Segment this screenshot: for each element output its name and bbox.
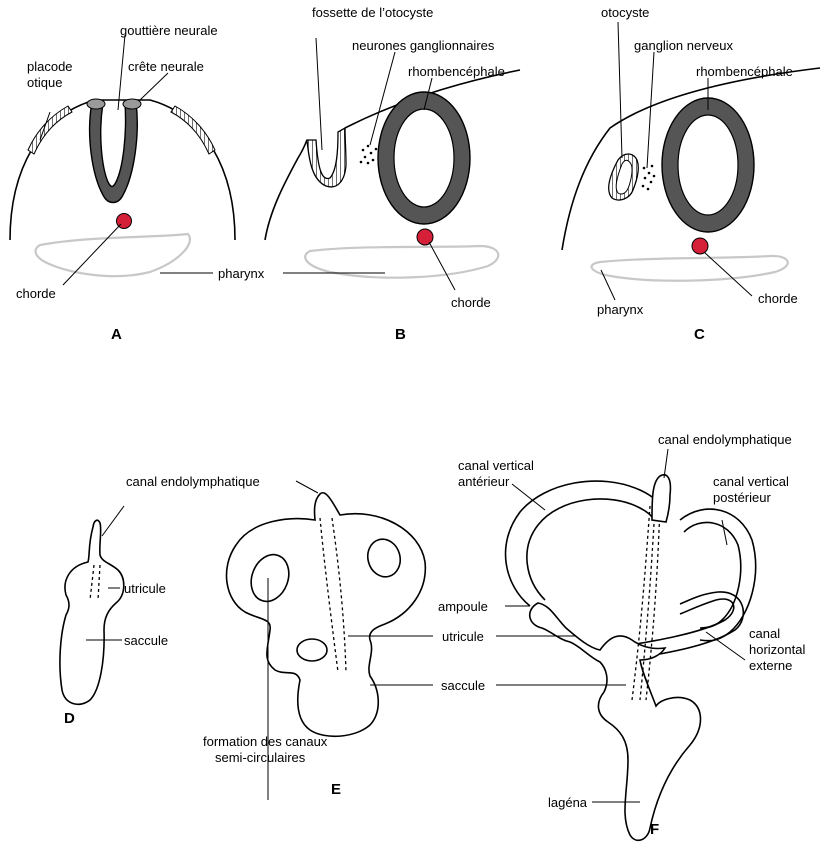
label-saccule-ef: saccule	[441, 678, 485, 693]
endolymph-duct-f	[652, 475, 670, 522]
otocyst-pit-b	[307, 128, 346, 187]
pharynx-a	[36, 234, 190, 276]
label-canal-vert-ant-1: canal vertical	[458, 458, 534, 473]
leader-canal-vert-post	[722, 520, 727, 545]
label-rhombencephale-c: rhombencéphale	[696, 64, 793, 79]
otocyst-d-outline	[60, 520, 124, 704]
chorde-b	[417, 229, 433, 245]
label-canal-horizontal-2: horizontal	[749, 642, 805, 657]
label-canal-vert-ant-2: antérieur	[458, 474, 510, 489]
panel-e: canal endolymphatique formation des cana…	[126, 474, 485, 800]
leader-otocyste	[618, 22, 622, 158]
leader-canal-endolymph-e	[296, 481, 318, 493]
label-utricule-d: utricule	[124, 581, 166, 596]
label-lagena: lagéna	[548, 795, 588, 810]
leader-fossette	[316, 38, 322, 150]
label-canal-endolymph-f: canal endolymphatique	[658, 432, 792, 447]
label-canal-endolymph-de: canal endolymphatique	[126, 474, 260, 489]
canal-vertical-posterieur-outer	[680, 509, 756, 641]
label-placode-1: placode	[27, 59, 73, 74]
label-chorde-a: chorde	[16, 286, 56, 301]
leader-crete	[140, 73, 168, 100]
panel-b: fossette de l’otocyste neurones ganglion…	[160, 5, 520, 343]
label-neurones: neurones ganglionnaires	[352, 38, 495, 53]
label-canal-horizontal-3: externe	[749, 658, 792, 673]
leader-gouttiere	[118, 35, 125, 110]
label-saccule-d: saccule	[124, 633, 168, 648]
label-canal-horizontal-1: canal	[749, 626, 780, 641]
canal-hole-bottom-e	[297, 639, 327, 661]
panel-d: utricule saccule D	[60, 506, 168, 727]
panel-letter-e: E	[331, 781, 341, 798]
leader-canal-vert-ant	[512, 484, 545, 510]
ganglion-nerveux-dots	[642, 165, 656, 191]
otocyst-e-outline	[226, 493, 425, 737]
crete-neurale-left	[87, 99, 105, 109]
rhombencephale-lumen-b	[394, 109, 454, 207]
label-formation-canaux-2: semi-circulaires	[215, 750, 306, 765]
neural-groove	[90, 102, 138, 203]
label-chorde-c: chorde	[758, 291, 798, 306]
label-canal-vert-post-2: postérieur	[713, 490, 771, 505]
neurones-ganglionnaires-dots	[360, 145, 378, 165]
panel-letter-d: D	[64, 710, 75, 727]
pharynx-c	[592, 256, 788, 281]
label-pharynx-c: pharynx	[597, 302, 644, 317]
label-ganglion-nerveux: ganglion nerveux	[634, 38, 734, 53]
label-chorde-b: chorde	[451, 295, 491, 310]
label-placode-2: otique	[27, 75, 62, 90]
label-pharynx-ab: pharynx	[218, 266, 265, 281]
leader-ganglion	[647, 52, 654, 168]
panel-letter-c: C	[694, 326, 705, 343]
rhombencephale-lumen-c	[678, 115, 738, 215]
leader-canal-endolymph-f	[664, 449, 668, 478]
panel-a: placode otique gouttière neurale crête n…	[10, 23, 235, 343]
leader-chorde-c	[704, 252, 752, 296]
label-fossette: fossette de l’otocyste	[312, 5, 433, 20]
label-rhombencephale-b: rhombencéphale	[408, 64, 505, 79]
panel-letter-a: A	[111, 326, 122, 343]
panel-c: otocyste ganglion nerveux rhombencéphale…	[562, 5, 820, 343]
placode-otique-right	[171, 106, 215, 154]
label-ampoule: ampoule	[438, 599, 488, 614]
label-otocyste: otocyste	[601, 5, 649, 20]
canal-vertical-anterieur-inner	[527, 499, 654, 600]
leader-chorde-b	[429, 242, 455, 290]
label-gouttiere-neurale: gouttière neurale	[120, 23, 218, 38]
panel-f: canal endolymphatique canal vertical ant…	[438, 432, 805, 840]
leader-canal-endolymph-d	[102, 506, 124, 536]
panel-letter-f: F	[650, 821, 659, 838]
label-formation-canaux-1: formation des canaux	[203, 734, 328, 749]
chorde-c	[692, 238, 708, 254]
label-canal-vert-post-1: canal vertical	[713, 474, 789, 489]
label-utricule-ef: utricule	[442, 629, 484, 644]
panel-letter-b: B	[395, 326, 406, 343]
embryo-outline-b	[265, 140, 307, 240]
label-crete-neurale: crête neurale	[128, 59, 204, 74]
crete-neurale-right	[123, 99, 141, 109]
